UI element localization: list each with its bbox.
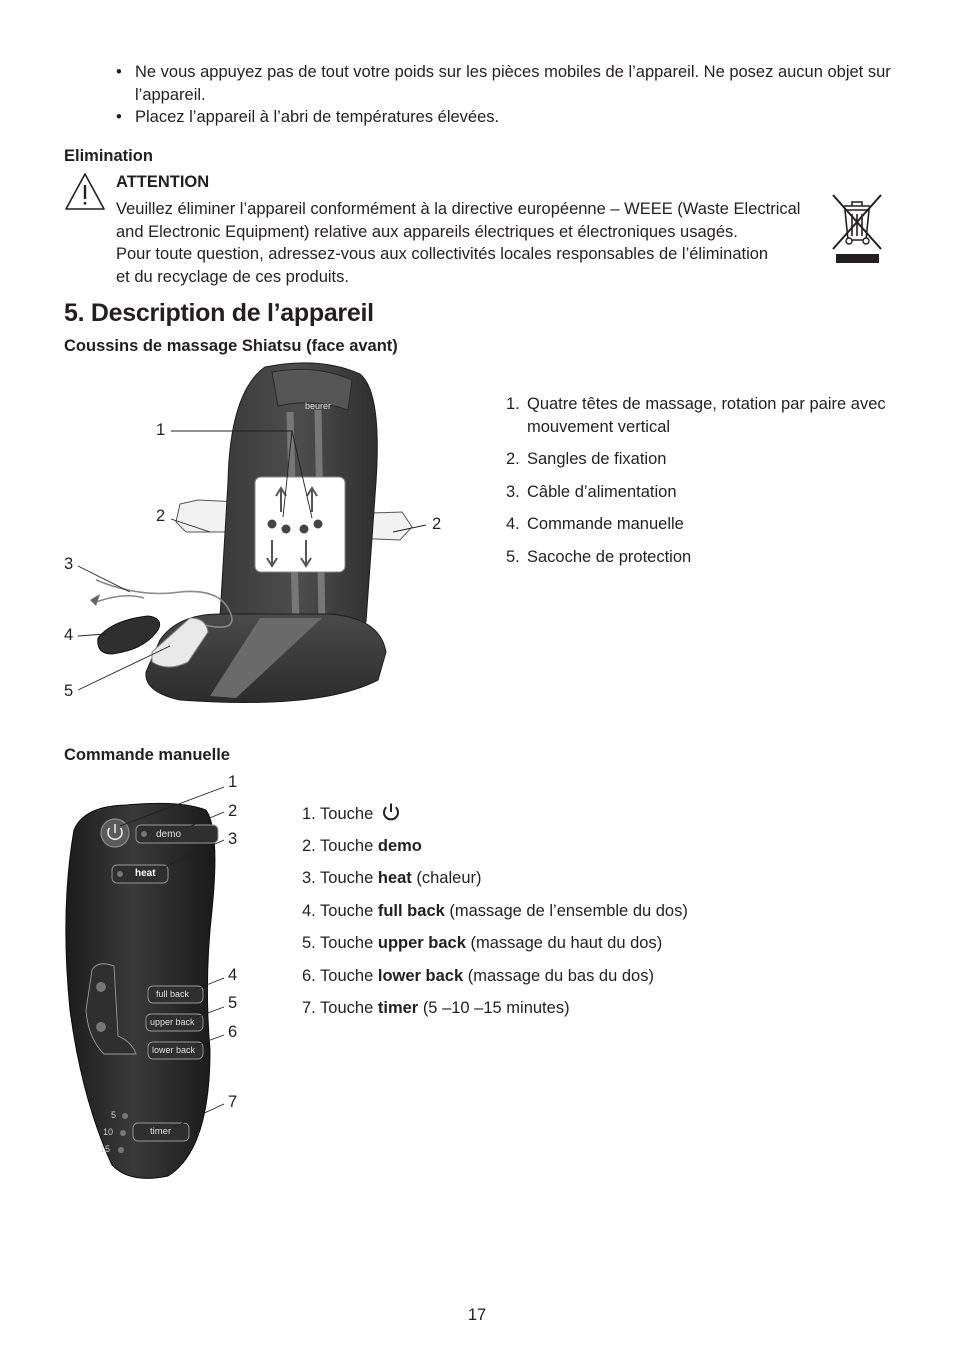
elimination-line: Veuillez éliminer l’appareil conformémen… bbox=[116, 200, 801, 218]
list-item: 4. Touche full back (massage de l’ensemb… bbox=[302, 901, 688, 920]
list-item: 5. Touche upper back (massage du haut du… bbox=[302, 934, 663, 952]
cushion-callout-1: 1 bbox=[156, 421, 166, 439]
page-number: 17 bbox=[467, 1306, 487, 1324]
remote-callout-2: 2 bbox=[228, 802, 238, 820]
list-item: 3. Touche heat (chaleur) bbox=[302, 869, 482, 887]
remote-callout-1: 1 bbox=[228, 773, 238, 791]
full-back-button: full back bbox=[156, 989, 190, 999]
elimination-line: Pour toute question, adressez-vous aux c… bbox=[116, 245, 769, 263]
elimination-text: Veuillez éliminer l’appareil conformémen… bbox=[116, 198, 826, 288]
cushion-callout-5: 5 bbox=[64, 682, 74, 700]
list-item: 1.Quatre têtes de massage, rotation par … bbox=[506, 395, 886, 436]
cushion-parts-list: 1.Quatre têtes de massage, rotation par … bbox=[506, 393, 906, 578]
remote-callout-4: 4 bbox=[228, 966, 238, 984]
timer-button: timer bbox=[150, 1126, 172, 1137]
cushion-callout-2-right: 2 bbox=[432, 515, 442, 533]
bullet-item: Placez l’appareil à l’abri de températur… bbox=[115, 106, 905, 129]
elimination-heading: Elimination bbox=[64, 147, 153, 165]
bullet-item: Ne vous appuyez pas de tout votre poids … bbox=[115, 61, 905, 106]
cushion-callout-2-left: 2 bbox=[156, 507, 166, 525]
brand-logo: beurer bbox=[305, 401, 331, 411]
list-item: 2. Touche demo bbox=[302, 836, 422, 855]
cushion-subheading: Coussins de massage Shiatsu (face avant) bbox=[64, 337, 398, 355]
list-item: 1. Touche bbox=[302, 802, 862, 825]
cushion-callout-4: 4 bbox=[64, 626, 74, 644]
attention-label: ATTENTION bbox=[116, 173, 210, 191]
list-item: 2.Sangles de fixation bbox=[506, 450, 667, 468]
safety-bullet-list: Ne vous appuyez pas de tout votre poids … bbox=[115, 61, 905, 129]
section-title: 5. Description de l’appareil bbox=[64, 299, 374, 327]
timer-mark-10: 10 bbox=[103, 1127, 114, 1137]
elimination-line: and Electronic Equipment) relative aux a… bbox=[116, 222, 738, 241]
cushion-callout-3: 3 bbox=[64, 555, 74, 573]
warning-triangle-icon bbox=[65, 173, 105, 210]
demo-button: demo bbox=[156, 829, 182, 840]
massage-cushion-illustration: beurer bbox=[77, 362, 427, 703]
list-item: 5.Sacoche de protection bbox=[506, 547, 692, 566]
remote-subheading: Commande manuelle bbox=[64, 746, 230, 764]
remote-keys-list: 1. Touche 2. Touche demo 3. Touche heat … bbox=[302, 802, 862, 1030]
weee-crossed-bin-icon bbox=[832, 194, 882, 263]
timer-mark-5: 5 bbox=[111, 1110, 117, 1120]
list-item: 3.Câble d’alimentation bbox=[506, 482, 677, 501]
remote-callout-7: 7 bbox=[228, 1093, 238, 1111]
timer-mark-15: 15 bbox=[100, 1144, 111, 1154]
remote-control-illustration bbox=[65, 786, 225, 1179]
upper-back-button: upper back bbox=[150, 1017, 195, 1027]
remote-callout-5: 5 bbox=[228, 994, 238, 1012]
remote-callout-6: 6 bbox=[228, 1023, 238, 1041]
elimination-line: et du recyclage de ces produits. bbox=[116, 267, 349, 286]
list-item: 4.Commande manuelle bbox=[506, 515, 684, 533]
heat-button: heat bbox=[135, 868, 156, 879]
list-item: 6. Touche lower back (massage du bas du … bbox=[302, 966, 654, 985]
lower-back-button: lower back bbox=[152, 1045, 196, 1055]
power-icon bbox=[382, 803, 399, 821]
list-item: 7. Touche timer (5 –10 –15 minutes) bbox=[302, 999, 570, 1017]
remote-callout-3: 3 bbox=[228, 830, 238, 848]
